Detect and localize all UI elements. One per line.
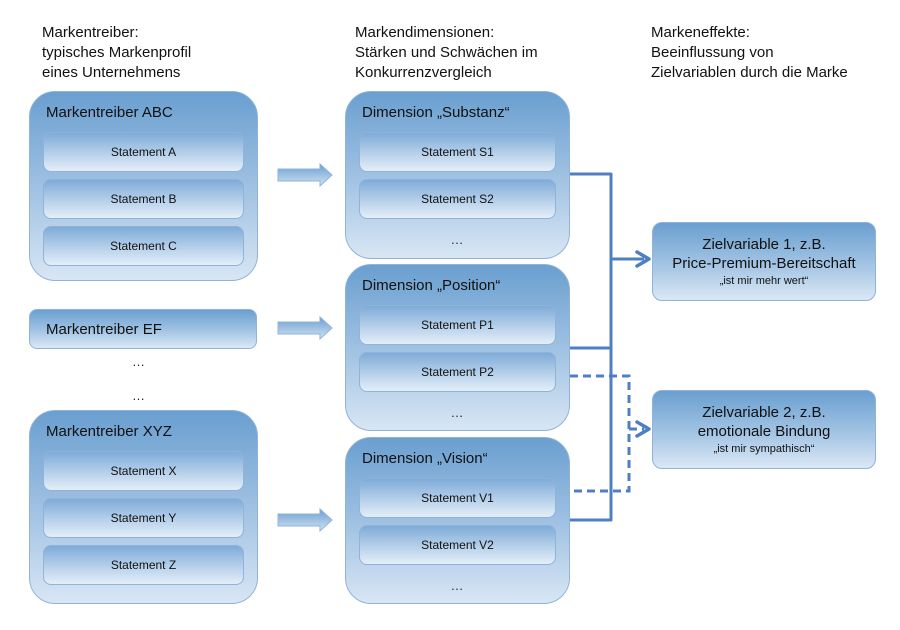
dimension-title: Dimension „Vision“	[362, 450, 488, 467]
more-ellipsis: …	[450, 578, 465, 593]
dimension-title: Dimension „Substanz“	[362, 104, 510, 121]
column-header-line: Stärken und Schwächen im	[355, 44, 538, 61]
statement-box: Statement C	[43, 226, 244, 266]
column-header-line: typisches Markenprofil	[42, 44, 192, 61]
arrowhead-icon	[635, 250, 651, 268]
statement-box: Statement A	[43, 132, 244, 172]
driver-ellipsis: …	[132, 388, 146, 403]
column-header-line: Markendimensionen:	[355, 24, 495, 41]
column-header-line: Beeinflussung von	[651, 44, 774, 61]
target-variable: Price-Premium-Bereitschaft	[672, 254, 856, 272]
more-ellipsis: …	[450, 232, 465, 247]
column-header-line: Konkurrenzvergleich	[355, 64, 492, 81]
dimension-group-vision: Dimension „Vision“ Statement V1 Statemen…	[345, 437, 570, 604]
statement-box: Statement P1	[359, 305, 556, 345]
statement-box: Statement S1	[359, 132, 556, 172]
statement-box: Statement Y	[43, 498, 244, 538]
driver-group-abc: Markentreiber ABC Statement A Statement …	[29, 91, 258, 281]
target-quote: „ist mir mehr wert“	[719, 274, 809, 287]
column-header-line: Markeneffekte:	[651, 24, 750, 41]
dashed-connector	[570, 374, 644, 493]
column-header-line: Zielvariablen durch die Marke	[651, 64, 848, 81]
arrowhead-icon	[635, 420, 651, 438]
driver-title: Markentreiber ABC	[46, 104, 173, 121]
dimension-title: Dimension „Position“	[362, 277, 501, 294]
block-arrow-icon	[277, 162, 333, 188]
target-box-2: Zielvariable 2, z.B. emotionale Bindung …	[652, 390, 876, 469]
statement-box: Statement P2	[359, 352, 556, 392]
statement-box: Statement Z	[43, 545, 244, 585]
block-arrow-icon	[277, 315, 333, 341]
target-box-1: Zielvariable 1, z.B. Price-Premium-Berei…	[652, 222, 876, 301]
driver-box-ef: Markentreiber EF	[29, 309, 257, 349]
statement-box: Statement S2	[359, 179, 556, 219]
driver-group-xyz: Markentreiber XYZ Statement X Statement …	[29, 410, 258, 604]
column-header-dimensions: Markendimensionen: Stärken und Schwächen…	[355, 23, 538, 83]
column-header-line: Markentreiber:	[42, 24, 139, 41]
target-quote: „ist mir sympathisch“	[713, 442, 815, 455]
column-header-drivers: Markentreiber: typisches Markenprofil ei…	[42, 23, 191, 83]
statement-box: Statement B	[43, 179, 244, 219]
more-ellipsis: …	[450, 405, 465, 420]
column-header-line: eines Unternehmens	[42, 64, 181, 81]
dimension-group-substanz: Dimension „Substanz“ Statement S1 Statem…	[345, 91, 570, 259]
driver-title: Markentreiber XYZ	[46, 423, 172, 440]
solid-connector	[570, 172, 644, 522]
target-title: Zielvariable 2, z.B.	[702, 403, 826, 421]
statement-box: Statement X	[43, 451, 244, 491]
statement-box: Statement V2	[359, 525, 556, 565]
block-arrow-icon	[277, 507, 333, 533]
column-header-effects: Markeneffekte: Beeinflussung von Zielvar…	[651, 23, 848, 83]
target-title: Zielvariable 1, z.B.	[702, 235, 826, 253]
dimension-group-position: Dimension „Position“ Statement P1 Statem…	[345, 264, 570, 431]
driver-ellipsis: …	[132, 354, 146, 369]
statement-box: Statement V1	[359, 478, 556, 518]
target-variable: emotionale Bindung	[697, 422, 831, 440]
